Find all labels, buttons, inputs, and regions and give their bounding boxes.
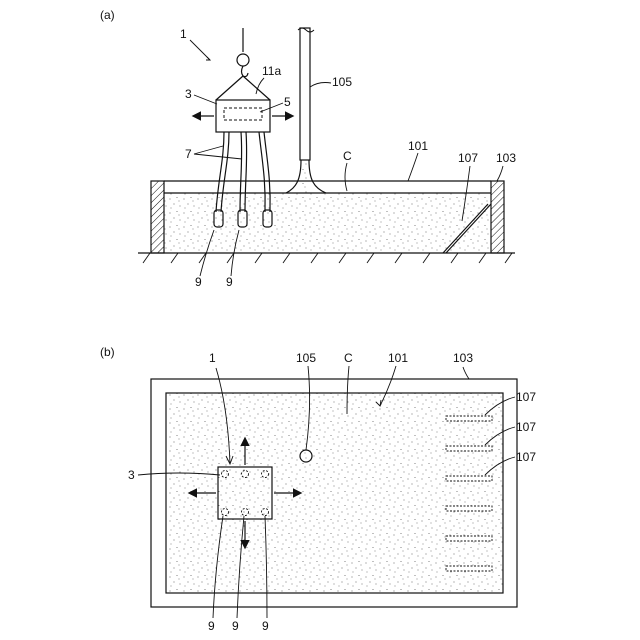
placement-pipe xyxy=(286,28,326,193)
label-body-plan: 3 xyxy=(128,468,135,482)
label-vibrator-plan-3: 9 xyxy=(262,619,269,633)
label-device-plan: 1 xyxy=(209,351,216,365)
label-sensor: 107 xyxy=(458,151,478,165)
label-concrete: C xyxy=(343,149,352,163)
label-hoist: 11a xyxy=(262,64,281,78)
panel-a-label: (a) xyxy=(100,8,115,22)
label-hoses: 7 xyxy=(185,147,192,161)
label-device: 1 xyxy=(180,27,187,41)
label-pipe: 105 xyxy=(332,75,352,89)
panel-a: (a) xyxy=(100,8,516,289)
ground-hatch xyxy=(143,253,512,263)
label-concrete-plan: C xyxy=(344,351,353,365)
label-body: 3 xyxy=(185,87,192,101)
label-vibrator-plan-1: 9 xyxy=(208,619,215,633)
label-vibrator-plan-2: 9 xyxy=(232,619,239,633)
label-surface-plan: 101 xyxy=(388,351,408,365)
panel-b-label: (b) xyxy=(100,345,115,359)
form-wall-left xyxy=(151,181,164,253)
label-vibrator-2: 9 xyxy=(226,275,233,289)
label-sensor-2: 107 xyxy=(516,420,536,434)
label-sensor-3: 107 xyxy=(516,450,536,464)
concrete-plan xyxy=(166,393,503,593)
label-pipe-plan: 105 xyxy=(296,351,316,365)
label-form: 103 xyxy=(496,151,516,165)
form-wall-right xyxy=(491,181,504,253)
label-surface: 101 xyxy=(408,139,428,153)
label-sensor-1: 107 xyxy=(516,390,536,404)
label-controller: 5 xyxy=(284,95,291,109)
concrete-section xyxy=(164,193,491,253)
label-vibrator-1: 9 xyxy=(195,275,202,289)
controller-box xyxy=(224,108,262,120)
panel-b: (b) 1 xyxy=(100,345,536,633)
label-form-plan: 103 xyxy=(453,351,473,365)
